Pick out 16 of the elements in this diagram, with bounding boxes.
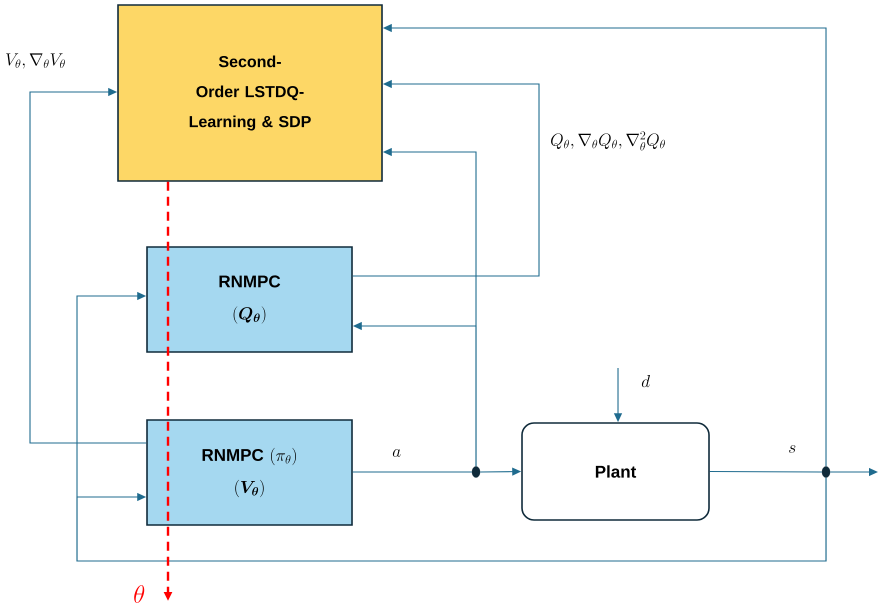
edge-label: $V_{\theta}, \nabla_{\theta} V_{\theta}$: [4, 52, 67, 70]
controller-box: $\textbf{RNMPC}\ (\pi_{\theta})$ $(\boldsymbol{V_{\theta}})$: [146, 419, 353, 526]
edge-label: $\theta$: [132, 584, 146, 604]
connector-line: [710, 470, 822, 473]
edge-label: $d$: [640, 374, 651, 388]
junction-dot: [822, 466, 830, 478]
edge-label: $a$: [391, 448, 402, 458]
connector-line: [352, 471, 472, 473]
junction-dot: [472, 466, 480, 478]
connector-arrow: [76, 478, 827, 562]
process-box: Second-Order LSTDQ-Learning & SDP: [117, 4, 383, 182]
controller-box: RNMPC $(\boldsymbol{Q_{\theta}})$: [146, 246, 353, 353]
edge-label: $Q_{\theta}, \nabla_{\theta} Q_{\theta}, \nabla^{2}_{\theta} Q_{\theta}$: [549, 130, 667, 152]
connector-arrow: [29, 88, 146, 444]
edge-label: $s$: [787, 444, 798, 454]
plant-box: Plant: [521, 422, 710, 521]
